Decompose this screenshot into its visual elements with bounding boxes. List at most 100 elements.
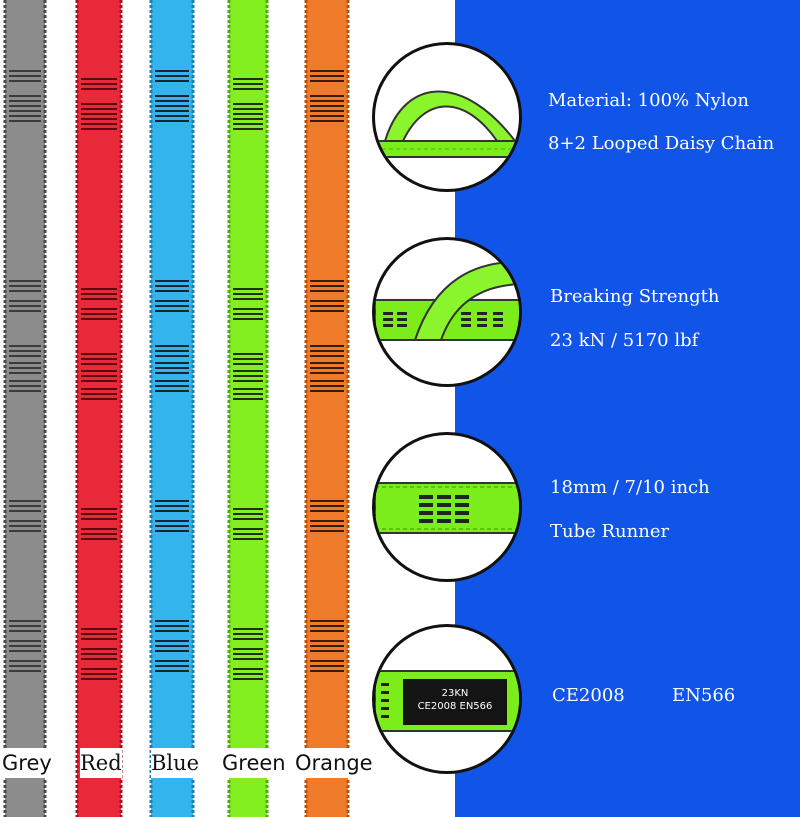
certification-detail-circle: 23KN CE2008 EN566 [372,624,522,774]
bar-tack-stitch [155,630,189,632]
bar-tack-stitch [310,300,344,302]
bar-tack-stitch [155,640,189,642]
bar-tack-stitch [9,80,41,82]
bar-tack-stitch [9,367,41,369]
bar-tack-stitch [9,525,41,527]
bar-tack-stitch [233,83,263,85]
bar-tack-stitch [233,638,263,640]
bar-tack-stitch [310,290,344,292]
strength-detail-circle [372,237,522,387]
bar-tack-stitch [233,633,263,635]
bar-tack-stitch [9,70,41,72]
bar-tack-stitch [233,658,263,660]
bar-tack-stitch [233,113,263,115]
bar-tack-stitch [233,318,263,320]
grey-strap [2,0,48,817]
bar-tack-stitch [81,513,117,515]
bar-tack-stitch [155,385,189,387]
bar-tack-stitch [310,75,344,77]
bar-tack-stitch [310,100,344,102]
bar-tack-stitch [9,500,41,502]
strap-body [306,0,348,817]
bar-tack-stitch [233,363,263,365]
bar-tack-stitch [81,108,117,110]
bar-tack-stitch [155,665,189,667]
strap-body [5,0,45,817]
bar-tack-stitch [233,78,263,80]
bar-tack-stitch [9,505,41,507]
tag-label: 23KN CE2008 EN566 [407,687,503,713]
bar-tack-stitch [310,120,344,122]
bar-tack-stitch [81,298,117,300]
bar-tack-stitch [233,388,263,390]
bar-tack-stitch [81,358,117,360]
bar-tack-stitch [81,678,117,680]
bar-tack-stitch [310,510,344,512]
bar-tack-stitch [81,653,117,655]
bar-tack-stitch [233,538,263,540]
bar-tack-stitch [310,525,344,527]
blue-strap [148,0,196,817]
bar-tack-stitch [155,500,189,502]
bar-tack-stitch [155,372,189,374]
strap-body [151,0,193,817]
bar-tack-stitch [155,650,189,652]
color-label-green: Green [222,748,286,778]
bar-tack-stitch [81,318,117,320]
bar-tack-stitch [155,390,189,392]
bar-tack-stitch [155,362,189,364]
cert-ce: CE2008 [552,685,625,706]
green-strap [226,0,270,817]
bar-tack-stitch [9,95,41,97]
bar-tack-stitch [310,380,344,382]
bar-tack-stitch [310,660,344,662]
bar-tack-stitch [233,380,263,382]
bar-tack-stitch [81,103,117,105]
bar-tack-stitch [81,293,117,295]
bar-tack-stitch [81,353,117,355]
bar-tack-stitch [9,110,41,112]
bar-tack-stitch [310,105,344,107]
bar-tack-stitch [233,508,263,510]
bar-tack-stitch [9,105,41,107]
bar-tack-stitch [81,288,117,290]
bar-tack-stitch [310,620,344,622]
orange-strap [303,0,351,817]
bar-tack-stitch [233,353,263,355]
bar-tack-stitch [310,650,344,652]
bar-tack-stitch [155,95,189,97]
bar-tack-stitch [310,505,344,507]
bar-tack-stitch [233,398,263,400]
bar-tack-stitch [9,530,41,532]
feature-strength-value: 23 kN / 5170 lbf [550,330,699,351]
bar-tack-stitch [233,103,263,105]
bar-tack-stitch [81,380,117,382]
bar-tack-stitch [9,300,41,302]
bar-tack-stitch [233,518,263,520]
bar-tack-stitch [310,115,344,117]
bar-tack-stitch [155,110,189,112]
bar-tack-stitch [81,668,117,670]
bar-tack-stitch [310,640,344,642]
bar-tack-stitch [81,308,117,310]
bar-tack-stitch [9,305,41,307]
bar-tack-stitch [233,358,263,360]
bar-tack-stitch [310,670,344,672]
bar-tack-stitch [310,110,344,112]
bar-tack-stitch [233,108,263,110]
bar-tack-stitch [310,310,344,312]
bar-tack-stitch [9,660,41,662]
bar-tack-stitch [155,70,189,72]
bar-tack-stitch [233,370,263,372]
bar-tack-stitch [9,625,41,627]
bar-tack-stitch [233,375,263,377]
cert-en: EN566 [672,685,736,706]
bar-tack-stitch [9,310,41,312]
bar-tack-stitch [9,120,41,122]
color-label-red: Red [80,748,122,778]
bar-tack-stitch [233,393,263,395]
bar-tack-stitch [9,290,41,292]
bar-tack-stitch [9,362,41,364]
feature-type: Tube Runner [550,521,670,542]
